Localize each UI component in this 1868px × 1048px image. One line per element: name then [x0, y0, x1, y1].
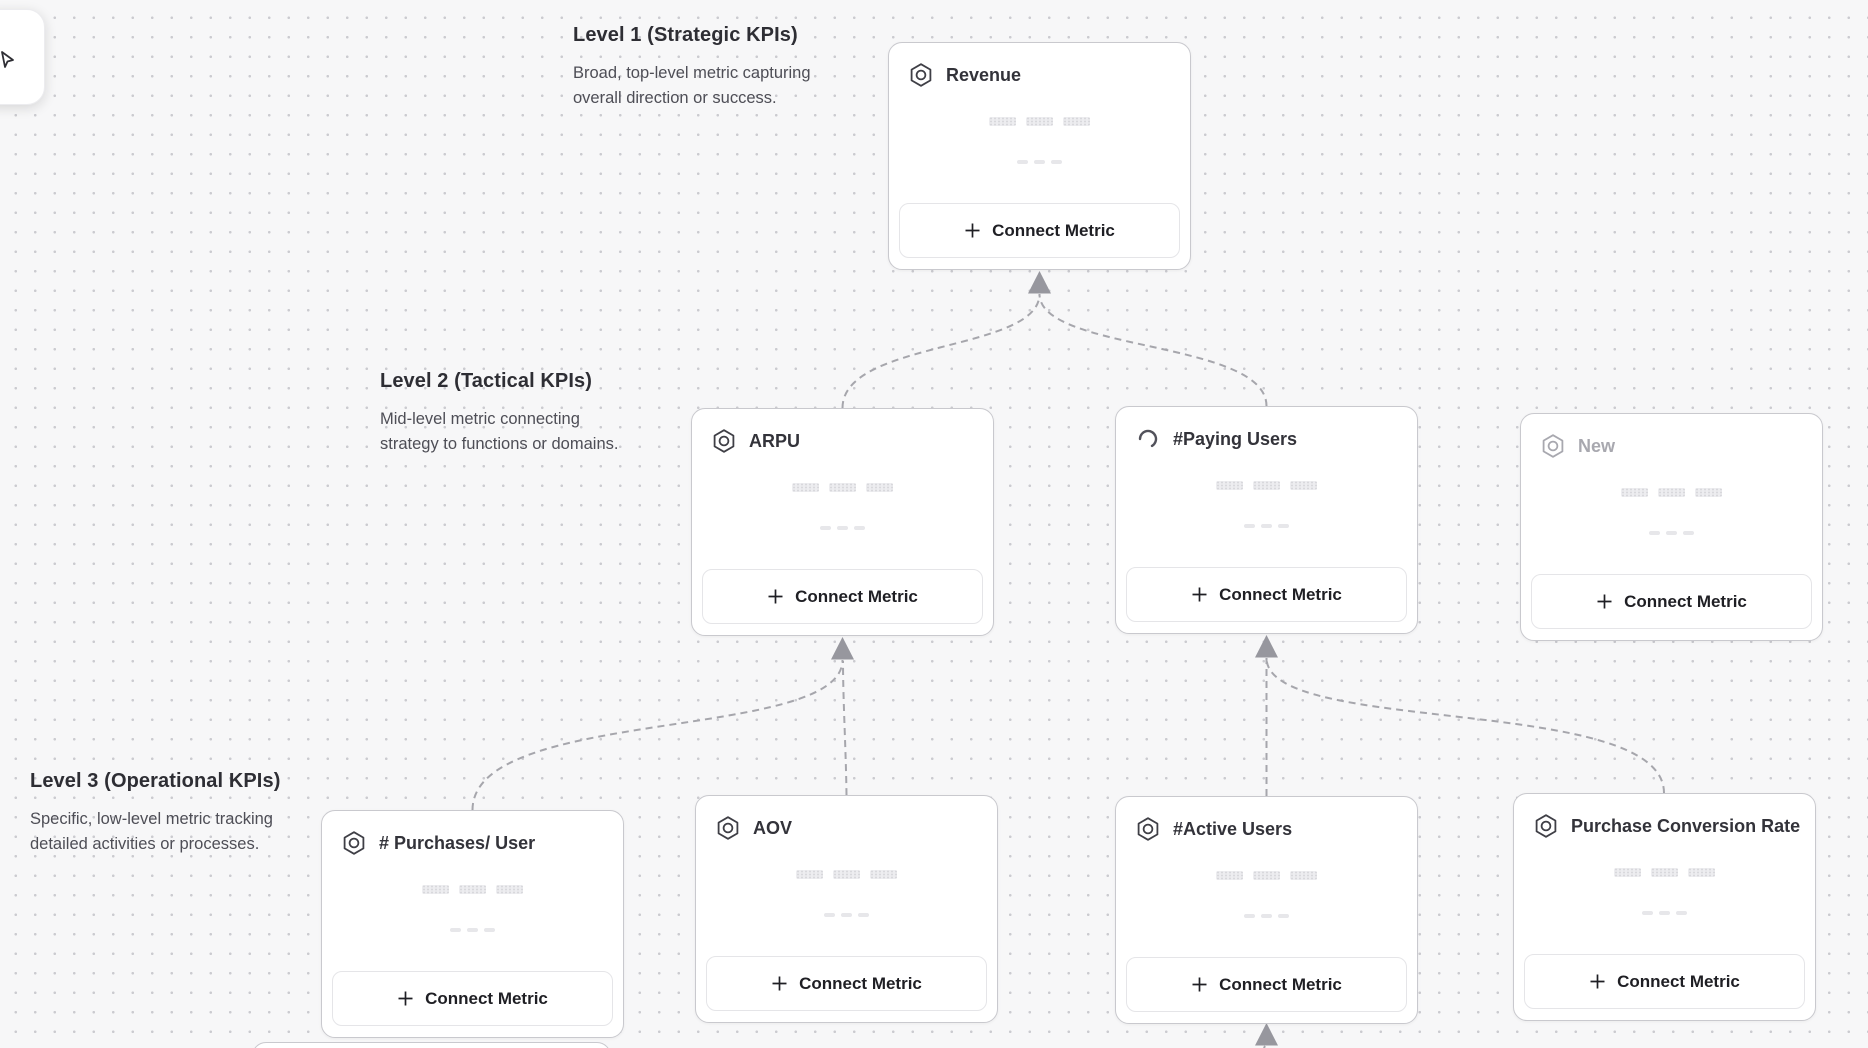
connect-metric-label: Connect Metric: [1219, 974, 1342, 994]
skeleton-dashes: [1116, 914, 1417, 918]
plus-icon: [397, 990, 414, 1007]
node-card-purchase-conversion-rate[interactable]: Purchase Conversion Rate Connect Metric: [1513, 793, 1816, 1021]
skeleton-dashes: [322, 928, 623, 932]
connect-metric-button[interactable]: Connect Metric: [899, 203, 1180, 258]
node-header: # Purchases/ User: [322, 811, 623, 856]
node-card-paying-users[interactable]: #Paying Users Connect Metric: [1115, 406, 1418, 634]
level-1-title: Level 1 (Strategic KPIs): [573, 24, 798, 46]
connect-metric-label: Connect Metric: [1624, 591, 1747, 611]
level-2-title: Level 2 (Tactical KPIs): [380, 370, 593, 392]
plus-icon: [1191, 586, 1208, 603]
node-header: #Paying Users: [1116, 407, 1417, 452]
skeleton-dashes: [1116, 524, 1417, 528]
metric-hexagon-icon: [908, 62, 934, 88]
connect-metric-label: Connect Metric: [992, 220, 1115, 240]
connect-metric-button[interactable]: Connect Metric: [1531, 574, 1812, 629]
node-header: AOV: [696, 796, 997, 841]
node-card-active-users[interactable]: #Active Users Connect Metric: [1115, 796, 1418, 1024]
connect-metric-button[interactable]: Connect Metric: [706, 956, 987, 1011]
node-card-revenue[interactable]: Revenue Connect Metric: [888, 42, 1191, 270]
node-title: AOV: [753, 817, 793, 838]
edge-arpu-to-revenue: [841, 293, 1041, 409]
plus-icon: [1191, 976, 1208, 993]
node-header: #Active Users: [1116, 797, 1417, 842]
node-title: #Paying Users: [1173, 428, 1298, 449]
skeleton-bars: [696, 870, 997, 879]
connect-metric-label: Connect Metric: [1219, 584, 1342, 604]
cursor-tool-button[interactable]: [0, 9, 45, 105]
node-title: ARPU: [749, 430, 801, 451]
connect-metric-label: Connect Metric: [1617, 971, 1740, 991]
edge-paying-users-to-revenue: [1028, 271, 1268, 407]
level-1-description: Broad, top-level metric capturing overal…: [573, 64, 811, 107]
metric-hexagon-icon: [1540, 433, 1566, 459]
node-card-purchases-per-user[interactable]: # Purchases/ User Connect Metric: [321, 810, 624, 1038]
plus-icon: [767, 588, 784, 605]
skeleton-dashes: [1514, 911, 1815, 915]
node-title: Purchase Conversion Rate: [1571, 815, 1801, 836]
node-card-new[interactable]: New Connect Metric: [1520, 413, 1823, 641]
plus-icon: [964, 222, 981, 239]
connect-metric-label: Connect Metric: [799, 973, 922, 993]
skeleton-bars: [889, 117, 1190, 126]
plus-icon: [1589, 973, 1606, 990]
node-header: Revenue: [889, 43, 1190, 88]
node-card-aov[interactable]: AOV Connect Metric: [695, 795, 998, 1023]
edge-purchases-to-arpu: [471, 659, 844, 811]
skeleton-bars: [1514, 868, 1815, 877]
skeleton-bars: [692, 483, 993, 492]
connect-metric-label: Connect Metric: [795, 586, 918, 606]
edge-active-users-to-paying-users: [1255, 635, 1278, 796]
node-header: New: [1521, 414, 1822, 459]
metric-hexagon-icon: [1533, 813, 1559, 839]
metric-hexagon-icon: [711, 428, 737, 454]
connect-metric-button[interactable]: Connect Metric: [702, 569, 983, 624]
metric-hexagon-icon: [341, 830, 367, 856]
plus-icon: [1596, 593, 1613, 610]
connect-metric-button[interactable]: Connect Metric: [332, 971, 613, 1026]
skeleton-dashes: [889, 160, 1190, 164]
node-card-partial-bottom[interactable]: [252, 1042, 611, 1048]
level-2-heading: Level 2 (Tactical KPIs) Mid-level metric…: [380, 370, 632, 457]
connect-metric-label: Connect Metric: [425, 988, 548, 1008]
skeleton-dashes: [696, 913, 997, 917]
node-title: Revenue: [946, 64, 1022, 85]
level-3-title: Level 3 (Operational KPIs): [30, 770, 281, 792]
skeleton-dashes: [1521, 531, 1822, 535]
skeleton-dashes: [692, 526, 993, 530]
node-card-arpu[interactable]: ARPU Connect Metric: [691, 408, 994, 636]
node-title: # Purchases/ User: [379, 832, 536, 853]
loading-spinner-icon: [1135, 426, 1161, 452]
connect-metric-button[interactable]: Connect Metric: [1126, 957, 1407, 1012]
skeleton-bars: [1521, 488, 1822, 497]
level-1-heading: Level 1 (Strategic KPIs) Broad, top-leve…: [573, 24, 825, 111]
edge-pcr-to-paying-users: [1265, 657, 1665, 794]
plus-icon: [771, 975, 788, 992]
connect-metric-button[interactable]: Connect Metric: [1524, 954, 1805, 1009]
edge-aov-to-arpu: [831, 637, 854, 796]
skeleton-bars: [1116, 481, 1417, 490]
skeleton-bars: [1116, 871, 1417, 880]
edge-offscreen-to-active-users: [1255, 1023, 1278, 1048]
node-header: Purchase Conversion Rate: [1514, 794, 1815, 839]
connect-metric-button[interactable]: Connect Metric: [1126, 567, 1407, 622]
node-title: #Active Users: [1173, 818, 1293, 839]
metric-hexagon-icon: [715, 815, 741, 841]
level-3-heading: Level 3 (Operational KPIs) Specific, low…: [30, 770, 282, 857]
node-header: ARPU: [692, 409, 993, 454]
level-2-description: Mid-level metric connecting strategy to …: [380, 410, 619, 453]
node-title: New: [1578, 435, 1616, 456]
metric-hexagon-icon: [1135, 816, 1161, 842]
skeleton-bars: [322, 885, 623, 894]
level-3-description: Specific, low-level metric tracking deta…: [30, 810, 273, 853]
